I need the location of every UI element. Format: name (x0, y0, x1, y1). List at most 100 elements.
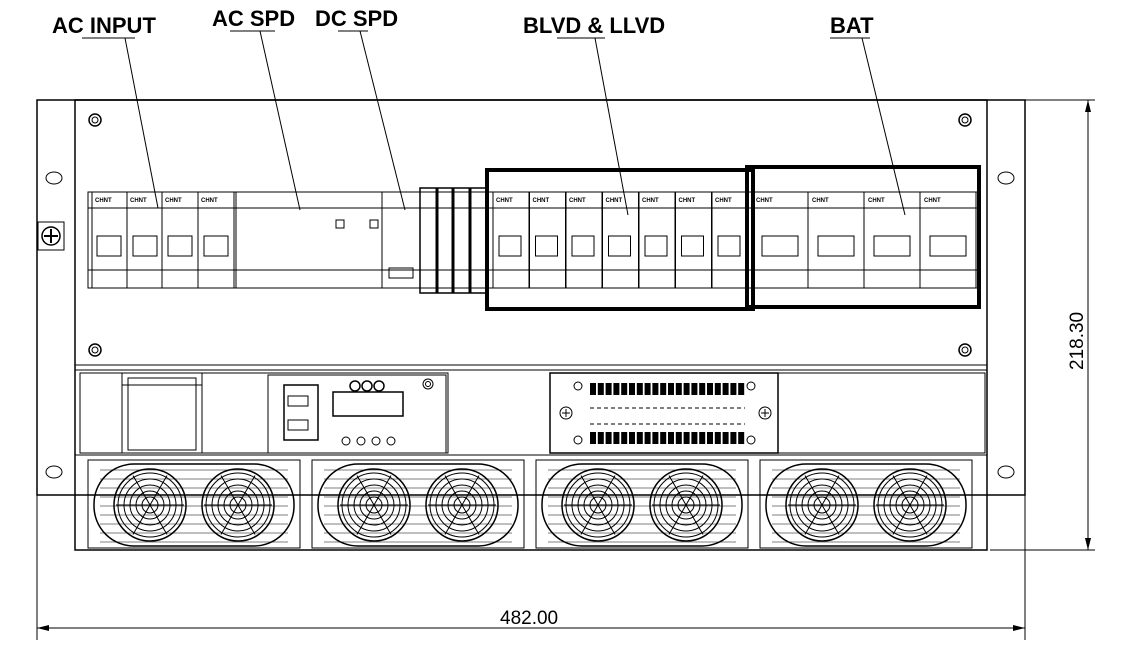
breaker-brand: CHNT (868, 198, 885, 204)
rj45-ports (283, 384, 319, 441)
terminal-pin (621, 432, 628, 444)
fan-modules (87, 459, 973, 549)
breaker (711, 191, 749, 289)
blvd-llvd-highlight-box (485, 168, 755, 311)
mounting-holes (45, 171, 1015, 479)
leader-lines (82, 30, 906, 216)
terminal-pin (660, 432, 667, 444)
terminal-pin (730, 383, 737, 395)
panel-screws (88, 113, 972, 357)
breaker-brand: CHNT (496, 198, 513, 204)
terminal-pin (621, 383, 628, 395)
terminal-pin (707, 432, 713, 444)
fan-module (535, 459, 749, 549)
breaker-brand: CHNT (569, 198, 586, 204)
terminal-pin (644, 432, 651, 444)
callout-blvd-llvd: BLVD & LLVD (523, 13, 665, 38)
breaker (492, 191, 530, 289)
controller-module (267, 374, 447, 454)
terminal-block (549, 372, 779, 454)
terminal-pin (613, 432, 620, 444)
terminal-pin (613, 383, 620, 395)
terminal-pin (691, 383, 698, 395)
breaker (602, 191, 639, 289)
callout-bat: BAT (830, 13, 874, 38)
fan-icon (561, 468, 635, 542)
terminal-pin (699, 432, 706, 444)
svg-text:CHNT: CHNT (130, 198, 147, 204)
fan-module (759, 459, 973, 549)
mounting-flange (36, 99, 1026, 496)
breaker-toggle (571, 235, 595, 257)
terminal-pin (675, 383, 682, 395)
fan-icon (425, 468, 499, 542)
battery-breaker (751, 191, 809, 289)
svg-text:CHNT: CHNT (201, 198, 218, 204)
terminal-pin (722, 432, 729, 444)
terminal-pin (605, 383, 612, 395)
battery-breaker (863, 191, 921, 289)
breaker-brand: CHNT (642, 198, 659, 204)
breaker-toggle (644, 235, 668, 257)
breaker-brand: CHNT (812, 198, 829, 204)
terminal-pin (590, 432, 596, 444)
battery-breakers: CHNT CHNT CHNT CHNT (751, 191, 977, 289)
breaker-toggle (717, 235, 741, 257)
breaker-brand: CHNT (924, 198, 941, 204)
terminal-pin (652, 432, 659, 444)
breaker-toggle (929, 235, 967, 257)
terminal-pin (714, 432, 721, 444)
bat-highlight-box (745, 165, 981, 309)
ac-input-breakers: CHNT CHNT CHNT CHNT (91, 191, 235, 289)
terminal-pin (636, 383, 643, 395)
height-dimension: 218.30 (1067, 312, 1088, 370)
fan-module (311, 459, 525, 549)
breaker (529, 191, 566, 289)
terminal-pin (738, 383, 745, 395)
monitor-section (79, 372, 449, 454)
busbar-block (419, 187, 487, 294)
terminal-pin (644, 383, 651, 395)
terminal-pin (652, 383, 659, 395)
callout-dc-spd: DC SPD (315, 6, 398, 31)
fan-icon (785, 468, 859, 542)
terminal-pin (699, 383, 706, 395)
terminal-pin (707, 383, 713, 395)
breaker (565, 191, 603, 289)
breaker-toggle (535, 235, 558, 257)
battery-breaker (807, 191, 865, 289)
terminal-pin (636, 432, 643, 444)
battery-breaker (919, 191, 977, 289)
terminal-pin (629, 383, 635, 395)
terminal-pin (660, 383, 667, 395)
dc-spd-module (381, 191, 421, 289)
svg-text:CHNT: CHNT (95, 198, 112, 204)
fan-icon (201, 468, 275, 542)
breaker-brand: CHNT (533, 198, 550, 204)
breaker-toggle (873, 235, 911, 257)
fan-module (87, 459, 301, 549)
breaker (638, 191, 676, 289)
breaker-panel (74, 99, 988, 366)
terminal-pin (714, 383, 721, 395)
breaker-brand: CHNT (679, 198, 696, 204)
fan-icon (649, 468, 723, 542)
breaker-toggle (608, 235, 631, 257)
terminal-pin (605, 432, 612, 444)
terminal-pin (597, 432, 604, 444)
lcd-display (332, 391, 404, 417)
breaker-brand: CHNT (715, 198, 732, 204)
terminal-pin (668, 432, 674, 444)
callout-ac-spd: AC SPD (212, 6, 295, 31)
breaker-toggle (761, 235, 799, 257)
fan-icon (873, 468, 947, 542)
breaker-brand: CHNT (756, 198, 773, 204)
terminal-pin (683, 383, 690, 395)
terminal-pin (675, 432, 682, 444)
terminal-pin (738, 432, 745, 444)
terminal-pin (668, 383, 674, 395)
terminal-pin (590, 383, 596, 395)
width-dimension: 482.00 (500, 608, 558, 629)
